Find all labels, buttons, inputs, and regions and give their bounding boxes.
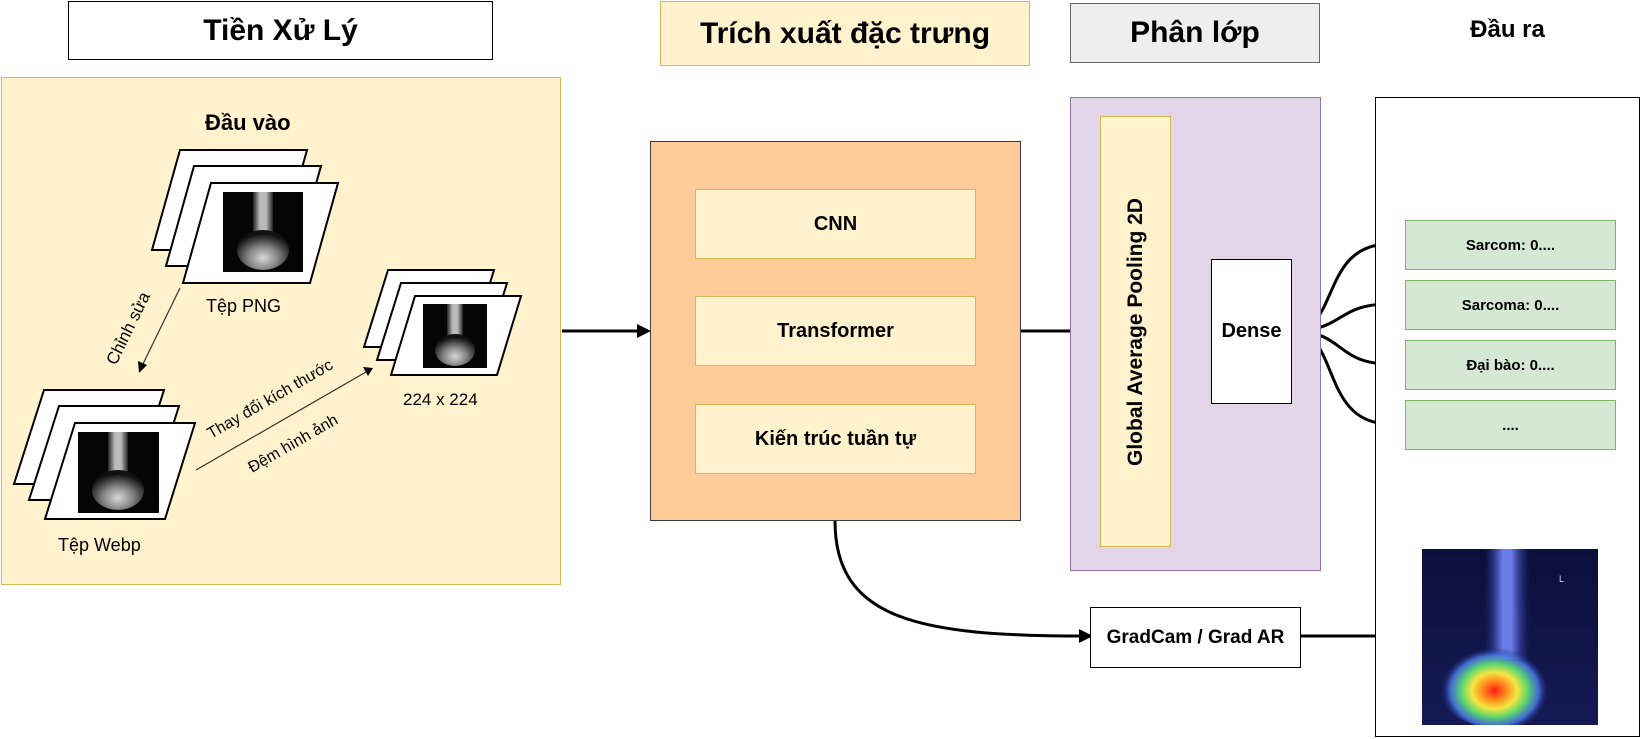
header-classify: Phân lớp — [1070, 3, 1320, 63]
output-item-sarcoma: Sarcoma: 0.... — [1405, 280, 1616, 330]
edit-arrow — [138, 287, 181, 373]
png-label: Tệp PNG — [206, 296, 282, 316]
feature-cnn: CNN — [695, 189, 976, 259]
gradcam-box: GradCam / Grad AR — [1090, 607, 1301, 668]
webp-label: Tệp Webp — [58, 535, 141, 555]
header-preprocess: Tiền Xử Lý — [68, 1, 493, 60]
header-output: Đầu ra — [1470, 16, 1545, 43]
dense-box: Dense — [1211, 259, 1292, 404]
resize-arrow — [195, 367, 373, 471]
gap-label: Global Average Pooling 2D — [1123, 197, 1147, 466]
input-title: Đầu vào — [205, 110, 291, 135]
png-xray-image — [223, 192, 303, 272]
gap-box: Global Average Pooling 2D — [1100, 116, 1171, 547]
pad-arrow-label: Đệm hình ảnh — [246, 411, 342, 476]
output-item-more: .... — [1405, 400, 1616, 450]
svg-text:L: L — [1559, 574, 1564, 584]
feature-transformer: Transformer — [695, 296, 976, 366]
gradcam-heatmap-image: L — [1422, 549, 1598, 725]
feature-sequential: Kiến trúc tuần tự — [695, 404, 976, 474]
output-item-dai-bao: Đại bào: 0.... — [1405, 340, 1616, 390]
webp-xray-image — [78, 432, 159, 513]
resized-label: 224 x 224 — [403, 390, 478, 409]
resized-xray-image — [423, 304, 487, 368]
output-item-sarcom: Sarcom: 0.... — [1405, 220, 1616, 270]
header-features: Trích xuất đặc trưng — [660, 1, 1030, 66]
